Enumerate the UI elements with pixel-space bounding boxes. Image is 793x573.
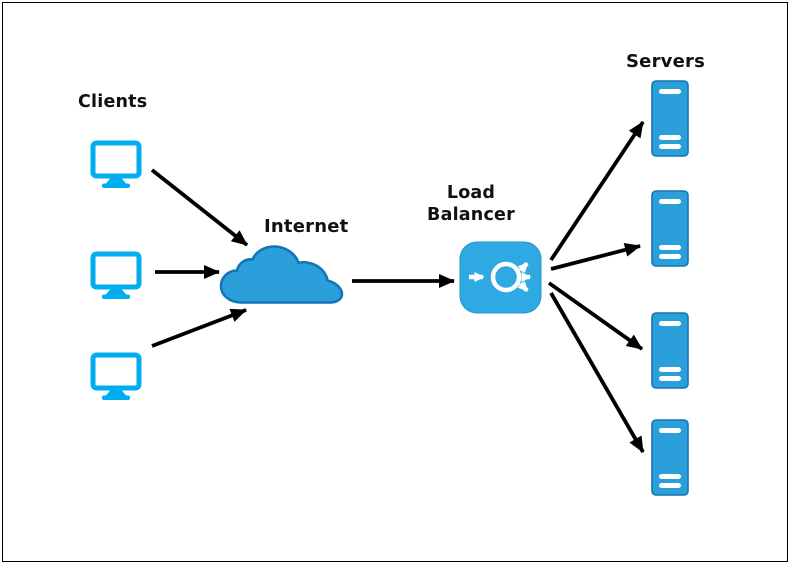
client-monitor-icon <box>90 352 142 400</box>
load-balancer-icon <box>459 241 542 314</box>
server-tower-icon <box>651 190 689 267</box>
diagram-border <box>2 2 788 562</box>
client-monitor-icon <box>90 251 142 299</box>
load-balancer-label-line1: Load <box>446 183 496 203</box>
server-tower-icon <box>651 312 689 389</box>
load-balancer-label: Load Balancer <box>411 182 531 226</box>
load-balancer-label-line2: Balancer <box>427 205 515 225</box>
server-tower-icon <box>651 419 689 496</box>
cloud-shape <box>219 245 344 304</box>
load-balancer-glyph <box>469 261 532 293</box>
server-tower-icon <box>651 80 689 157</box>
internet-label: Internet <box>264 216 349 237</box>
servers-label: Servers <box>626 51 705 72</box>
internet-cloud-icon <box>219 245 344 304</box>
load-balancer-box <box>459 241 542 314</box>
clients-label: Clients <box>78 92 148 112</box>
client-monitor-icon <box>90 140 142 188</box>
